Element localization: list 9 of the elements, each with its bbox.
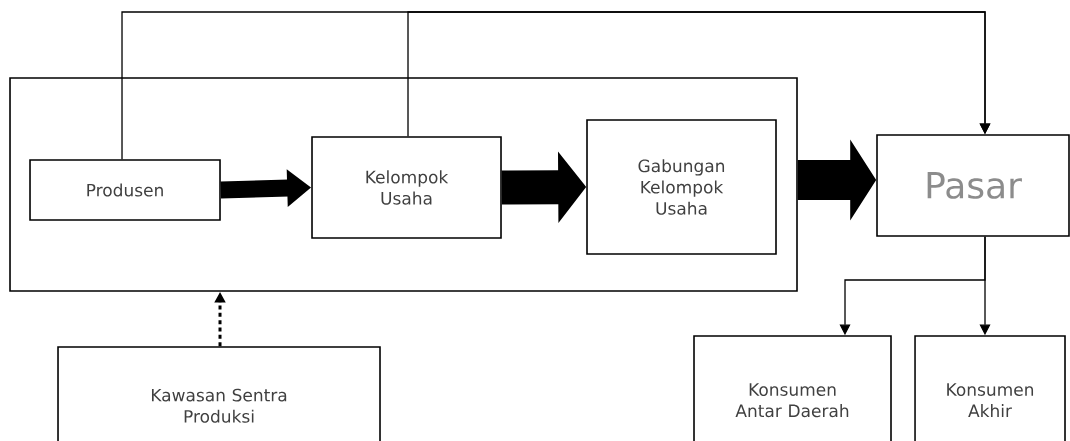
arrow — [407, 11, 991, 137]
process-box: Kelompok Usaha — [311, 136, 502, 239]
consumer-box: Konsumen Akhir — [914, 335, 1066, 441]
group-frame — [9, 77, 798, 292]
source-box: Kawasan Sentra Produksi — [57, 346, 381, 441]
market-box: Pasar — [876, 134, 1070, 237]
process-box: Produsen — [29, 159, 221, 221]
process-box: Gabungan Kelompok Usaha — [586, 119, 777, 255]
consumer-box: Konsumen Antar Daerah — [693, 335, 892, 441]
